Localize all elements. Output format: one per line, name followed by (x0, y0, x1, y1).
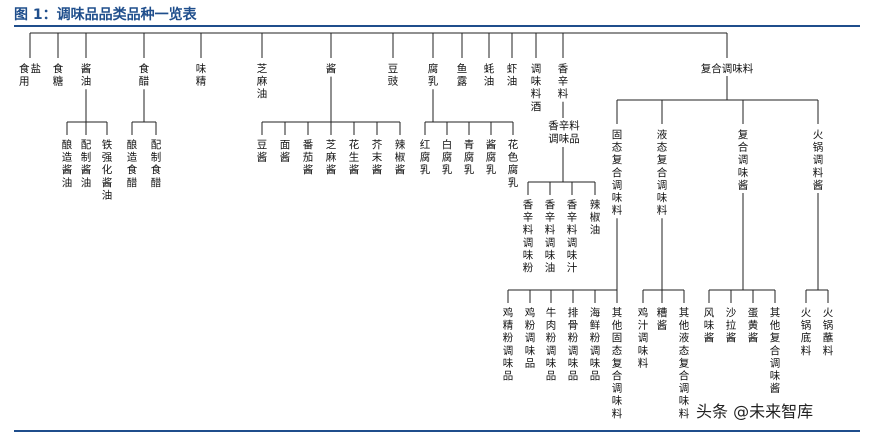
node-top-7: 豆豉 (388, 63, 399, 88)
node-top-1: 食糖 (53, 62, 64, 88)
sauce-node-3: 芝麻酱 (326, 138, 337, 176)
liquid-node-2: 其他液态复合调味料 (679, 307, 690, 420)
node-top-0: 食用盐 (19, 62, 41, 88)
solid-node-5: 其他固态复合调味料 (612, 307, 623, 420)
node-top-8: 腐乳 (428, 62, 439, 88)
vinegar-node-1: 配制食醋 (151, 139, 162, 189)
node-top-14: 复合调味料 (701, 62, 754, 75)
node-top-3: 食醋 (139, 62, 150, 88)
node-top-10: 蚝油 (484, 63, 495, 88)
solid-node-0: 鸡精粉调味品 (503, 306, 514, 382)
bottom-rule (14, 430, 860, 432)
solid-node-3: 排骨粉调味品 (568, 306, 579, 382)
node-top-13: 香辛料 (558, 63, 569, 100)
node-top-11: 虾油 (507, 62, 518, 88)
vinegar-node-0: 酿造食醋 (127, 138, 138, 189)
solid-node-1: 鸡粉调味品 (525, 306, 536, 369)
compound-node-1: 液态复合调味料 (657, 128, 668, 217)
soy-node-1: 配制酱油 (81, 139, 92, 189)
sauce-node-0: 豆酱 (257, 139, 268, 164)
paste-node-0: 风味酱 (704, 307, 715, 344)
compound-node-0: 固态复合调味料 (612, 129, 623, 217)
soy-node-0: 酿造酱油 (62, 138, 73, 189)
paste-node-3: 其他复合调味酱 (770, 307, 781, 395)
figure-title: 图 1：调味品品类品种一览表 (14, 7, 197, 23)
compound-node-2: 复合调味酱 (738, 128, 749, 191)
spice-sub-node-1: 香辛料调味油 (545, 199, 556, 274)
top-rule (14, 25, 860, 27)
liquid-node-1: 糟酱 (657, 306, 668, 332)
sauce-node-4: 花生酱 (349, 138, 360, 176)
spice-sub-node-3: 辣椒油 (590, 198, 601, 236)
spice-sub-node-2: 香辛料调味汁 (567, 199, 578, 274)
tofu-node-1: 白腐乳 (442, 138, 453, 176)
tofu-node-3: 酱腐乳 (486, 138, 497, 176)
node-top-4: 味精 (196, 63, 207, 88)
sauce-node-5: 芥末酱 (372, 139, 383, 176)
node-top-9: 鱼露 (457, 62, 468, 88)
sauce-node-1: 面酱 (280, 139, 291, 164)
node-top-6: 酱 (326, 62, 337, 75)
compound-node-3: 火锅调料酱 (813, 129, 824, 191)
tree-labels: 食用盐食糖酱油食醋味精芝麻油酱豆豉腐乳鱼露蚝油虾油调味料酒香辛料复合调味料酿造酱… (19, 62, 834, 420)
liquid-node-0: 鸡汁调味料 (638, 306, 649, 369)
sauce-node-6: 辣椒酱 (395, 138, 406, 176)
sauce-node-2: 番茄酱 (303, 139, 314, 176)
tree-connectors (29, 32, 829, 303)
node-top-2: 酱油 (81, 62, 92, 88)
hotpot-node-1: 火锅蘸料 (823, 307, 834, 357)
watermark-text: 头条 @未来智库 (696, 402, 814, 421)
node-top-5: 芝麻油 (257, 62, 268, 100)
spice-child-line2: 调味品 (548, 133, 580, 145)
paste-node-2: 蛋黄酱 (748, 307, 759, 344)
tofu-node-4: 花色腐乳 (508, 138, 519, 189)
paste-node-1: 沙拉酱 (726, 307, 737, 344)
spice-child-line1: 香辛料 (548, 119, 580, 132)
hotpot-node-0: 火锅底料 (801, 307, 812, 357)
tofu-node-0: 红腐乳 (420, 138, 431, 176)
soy-node-2: 铁强化酱油 (102, 138, 113, 201)
solid-node-4: 海鲜粉调味品 (590, 306, 601, 382)
solid-node-2: 牛肉粉调味品 (546, 306, 557, 382)
tofu-node-2: 青腐乳 (464, 138, 475, 176)
spice-sub-node-0: 香辛料调味粉 (523, 199, 534, 274)
node-top-12: 调味料酒 (531, 63, 542, 113)
